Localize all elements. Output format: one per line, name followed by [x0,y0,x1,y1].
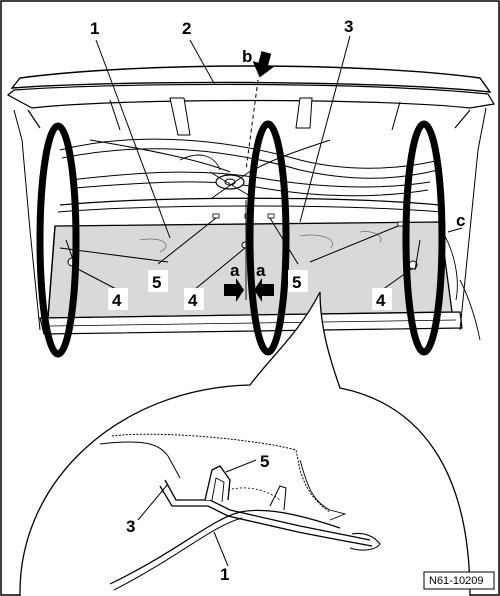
wiper-motor [215,174,245,190]
figure-reference: N61-10209 [423,571,495,590]
label-1-detail: 1 [220,565,229,584]
boxed-label-5-left: 5 [148,270,168,292]
label-c: c [456,211,465,230]
label-a-left: a [230,261,240,280]
tailgate-top-panel [10,65,492,93]
label-5-detail: 5 [260,452,269,471]
arrow-b [252,51,274,78]
boxed-label-4-a: 4 [108,288,128,310]
arrow-a-left [224,278,244,302]
boxed-label-5-right: 5 [288,270,308,292]
leader-lines-detail [137,459,257,567]
boxed-label-4-b: 4 [184,288,204,310]
label-a-right: a [256,261,266,280]
label-2: 2 [182,19,191,38]
label-3-top: 3 [344,17,353,36]
label-4-c: 4 [376,291,386,310]
ring-left [36,122,80,358]
detail-callout [19,291,471,596]
callout-bubble [19,291,471,596]
detail-panel-1 [109,509,341,585]
detail-clip [204,465,231,501]
ring-centre [246,120,290,356]
label-4-b: 4 [188,291,198,310]
label-4-a: 4 [112,291,122,310]
leader-lines-upper [59,35,463,291]
boxed-label-4-c: 4 [372,288,392,310]
label-5-right: 5 [292,273,301,292]
label-5-left: 5 [152,273,161,292]
highlight-rings [36,120,446,358]
arrow-a-right [254,278,274,302]
figure-reference-text: N61-10209 [429,575,483,587]
label-1-top: 1 [90,19,99,38]
label-b: b [242,47,252,66]
ring-right [402,120,446,356]
label-3-detail: 3 [126,517,135,536]
tailgate-lower-lip [6,83,495,109]
